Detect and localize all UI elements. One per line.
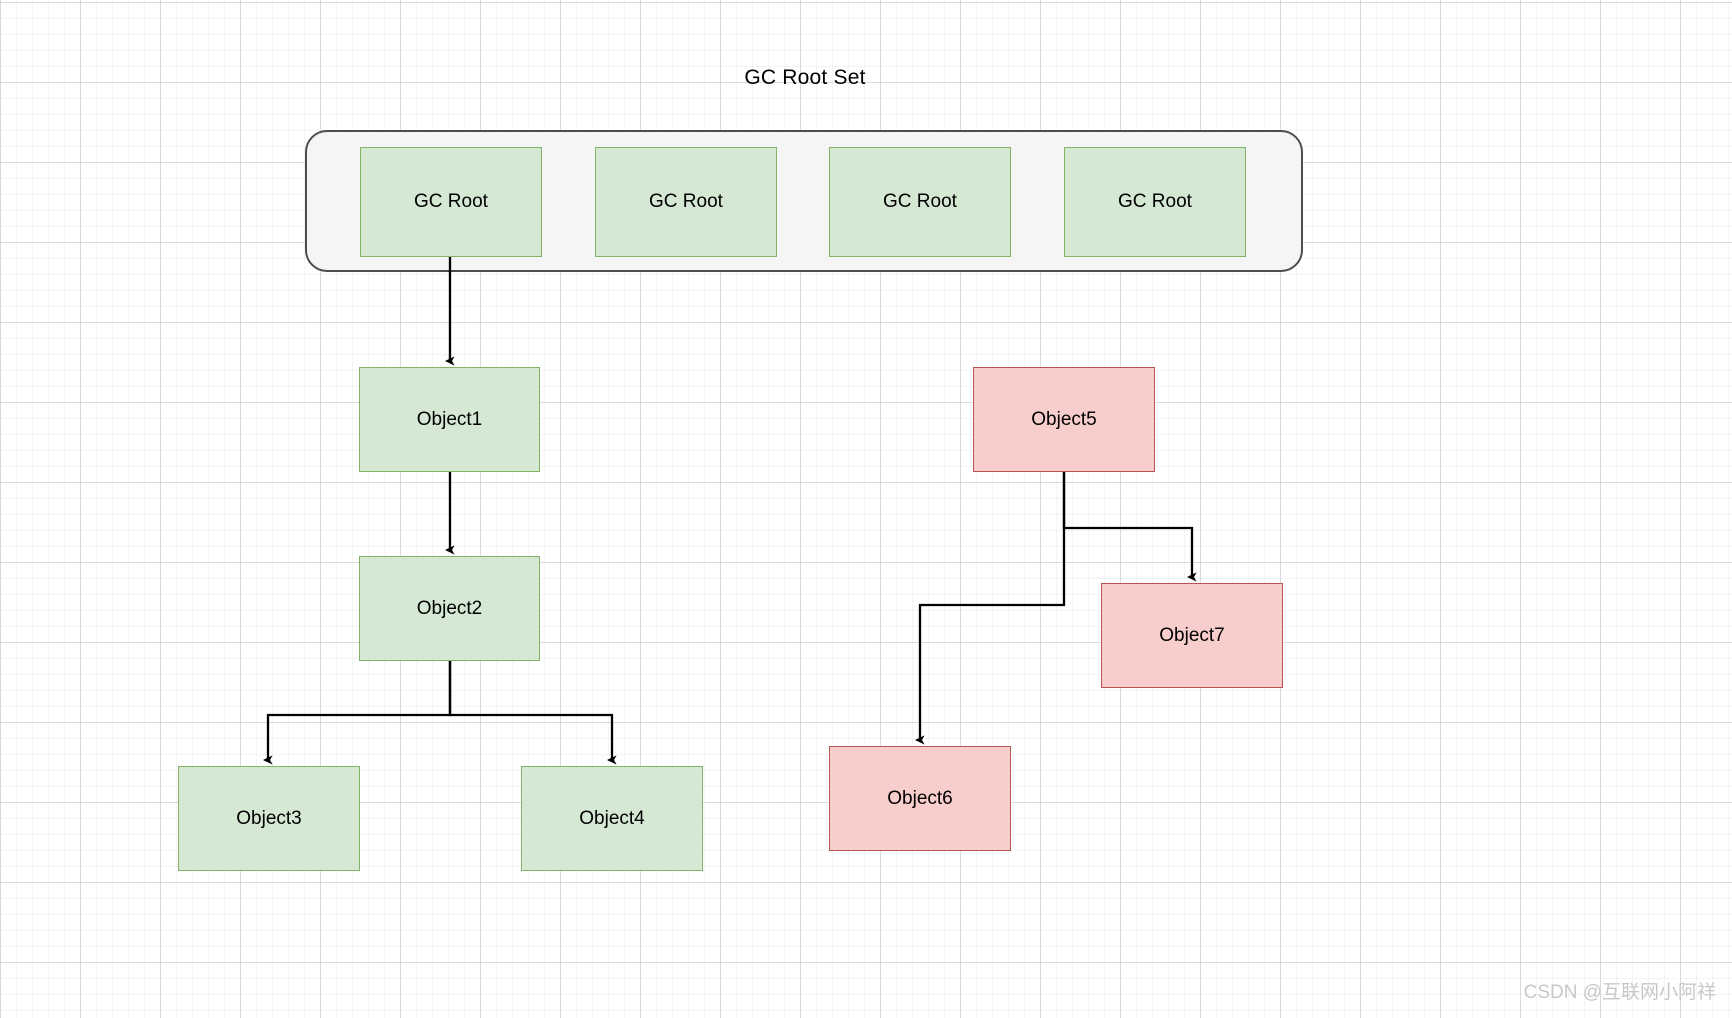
edge-object5-to-object6 <box>914 472 1066 745</box>
edge-object5-to-object7 <box>1062 472 1197 582</box>
node-object2[interactable]: Object2 <box>359 556 540 661</box>
watermark: CSDN @互联网小阿祥 <box>1523 982 1716 1003</box>
page-title: GC Root Set <box>744 66 866 89</box>
gc-root-box-3[interactable]: GC Root <box>829 147 1011 257</box>
node-object7[interactable]: Object7 <box>1101 583 1283 688</box>
gc-root-box-4[interactable]: GC Root <box>1064 147 1246 257</box>
node-object3[interactable]: Object3 <box>178 766 360 871</box>
gc-root-box-2[interactable]: GC Root <box>595 147 777 257</box>
node-object5[interactable]: Object5 <box>973 367 1155 472</box>
node-object6[interactable]: Object6 <box>829 746 1011 851</box>
edge-object2-to-object4 <box>448 661 617 765</box>
edge-object2-to-object3 <box>262 661 452 765</box>
node-object4[interactable]: Object4 <box>521 766 703 871</box>
node-object1[interactable]: Object1 <box>359 367 540 472</box>
gc-root-box-1[interactable]: GC Root <box>360 147 542 257</box>
